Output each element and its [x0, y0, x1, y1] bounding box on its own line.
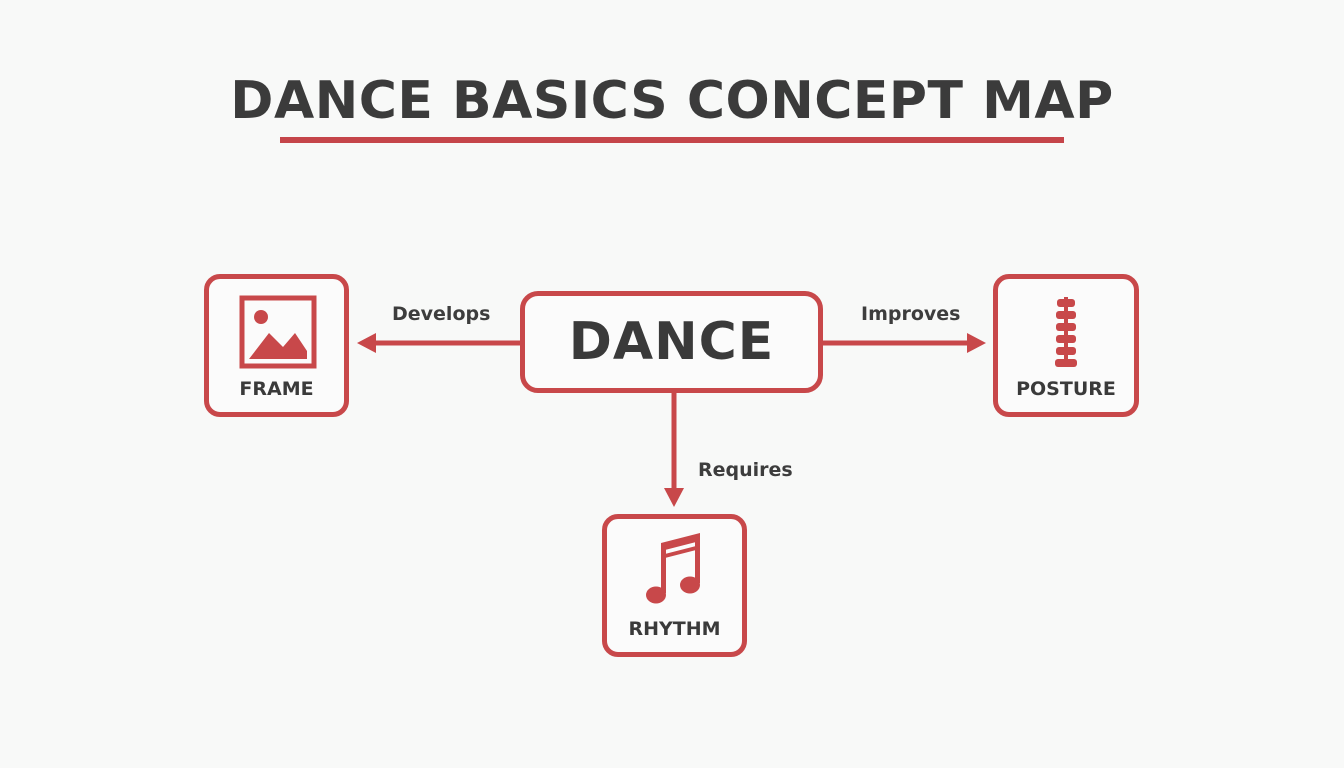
posture-node[interactable]: POSTURE [993, 274, 1139, 417]
dance-node-label: DANCE [568, 312, 775, 372]
diagram-title: DANCE BASICS CONCEPT MAP [230, 71, 1114, 131]
posture-node-label: POSTURE [1016, 378, 1116, 400]
edge-label-develops: Develops [392, 303, 491, 325]
music-note-icon [646, 533, 700, 604]
edge-label-improves: Improves [861, 303, 961, 325]
rhythm-node[interactable]: RHYTHM [602, 514, 747, 657]
image-icon [239, 295, 317, 369]
dance-node[interactable]: DANCE [520, 291, 823, 393]
frame-node-label: FRAME [239, 378, 314, 400]
spine-icon [1055, 297, 1077, 367]
rhythm-node-label: RHYTHM [628, 618, 721, 640]
edge-label-requires: Requires [698, 459, 793, 481]
title-underline [280, 137, 1064, 143]
frame-node[interactable]: FRAME [204, 274, 349, 417]
